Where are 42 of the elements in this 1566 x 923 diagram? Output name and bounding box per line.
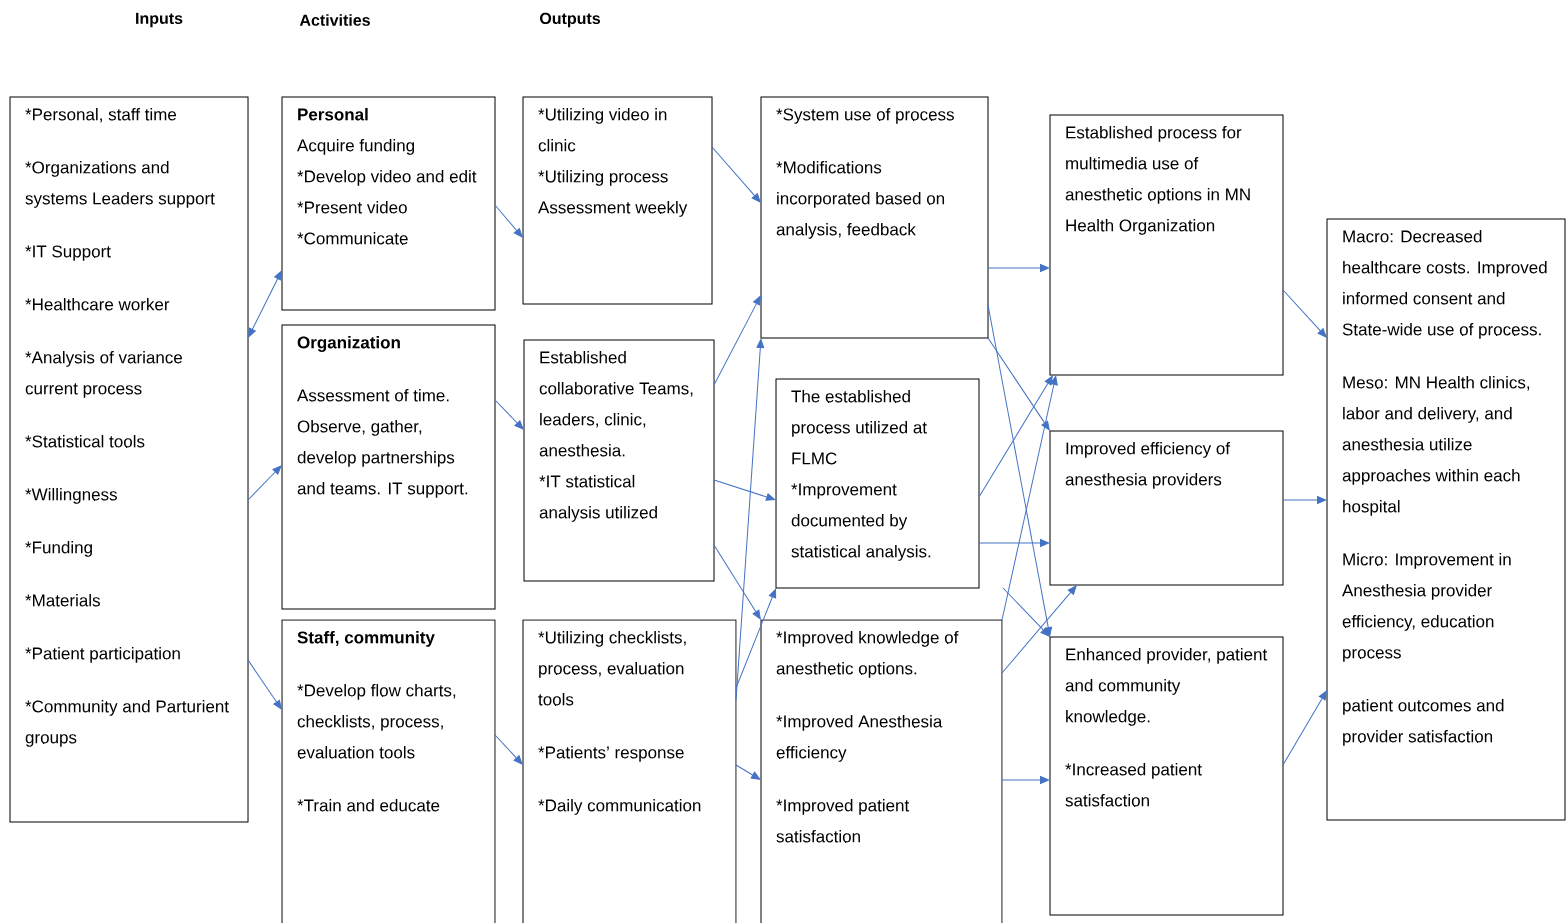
- arrow: [1001, 375, 1058, 621]
- column-heading: Inputs: [136, 12, 183, 28]
- arrow: [494, 204, 523, 238]
- arrow: [735, 588, 777, 689]
- column-heading: Outputs: [540, 12, 600, 28]
- arrow: [735, 338, 765, 701]
- arrow: [1001, 585, 1077, 674]
- process-box: The established process utilized at FLMC *Improvement documented by statistical analysis.: [775, 378, 980, 589]
- process-box: Organization Assessment of time. Observe, gather, develop partnerships and teams. IT support.: [281, 324, 496, 610]
- arrow: [1282, 496, 1327, 504]
- arrow: [987, 304, 1053, 637]
- process-box: Macro: Decreased healthcare costs. Improved informed consent and State-wide use of process. Meso: MN Health clinics, labor and delivery, and anesthesia utilize approaches within each hospital Micro: Improvement in Anesthesia provider efficiency, education process patient outcomes and provider satisfaction: [1326, 218, 1566, 821]
- process-box: Improved efficiency of anesthesia providers: [1049, 430, 1284, 586]
- process-box: *Improved knowledge of anesthetic options. *Improved Anesthesia efficiency *Improved patient satisfaction: [760, 619, 1003, 923]
- process-box: Enhanced provider, patient and community knowledge. *Increased patient satisfaction: [1049, 636, 1284, 916]
- arrow: [1001, 776, 1050, 784]
- process-box: *System use of process *Modifications incorporated based on analysis, feedback: [760, 96, 989, 339]
- arrow: [713, 544, 761, 620]
- process-box: *Personal, staff time *Organizations and systems Leaders support *IT Support *Healthcare worker *Analysis of variance current process *Statistical tools *Willingness *Funding *Materials *Patient participation *Community and Parturient groups: [9, 96, 249, 823]
- arrow: [1282, 289, 1327, 338]
- arrow: [713, 295, 761, 386]
- column-heading: Activities: [299, 14, 370, 26]
- arrow: [978, 375, 1053, 498]
- process-box: Personal Acquire funding *Develop video and edit *Present video *Communicate: [281, 96, 496, 311]
- process-box: *Utilizing checklists, process, evaluation tools *Patients’ response *Daily communication: [522, 619, 737, 923]
- arrow: [987, 337, 1050, 431]
- arrow: [713, 479, 776, 501]
- process-box: *Utilizing video in clinic *Utilizing process Assessment weekly: [522, 96, 713, 305]
- arrow: [248, 270, 282, 338]
- arrow: [494, 399, 524, 430]
- process-box: Established collaborative Teams, leaders, clinic, anesthesia. *IT statistical analysis utilized: [523, 339, 715, 582]
- arrow: [987, 264, 1050, 272]
- arrow: [247, 465, 282, 501]
- process-box: Staff, community *Develop flow charts, checklists, process, evaluation tools *Train and educate: [281, 619, 496, 923]
- arrow: [711, 146, 761, 203]
- arrow: [1282, 690, 1327, 766]
- arrow: [978, 539, 1050, 547]
- process-box: Established process for multimedia use of anesthetic options in MN Health Organization: [1049, 114, 1284, 376]
- arrow: [494, 734, 523, 765]
- arrow: [1002, 587, 1050, 637]
- arrow: [735, 764, 761, 780]
- arrow: [247, 659, 282, 710]
